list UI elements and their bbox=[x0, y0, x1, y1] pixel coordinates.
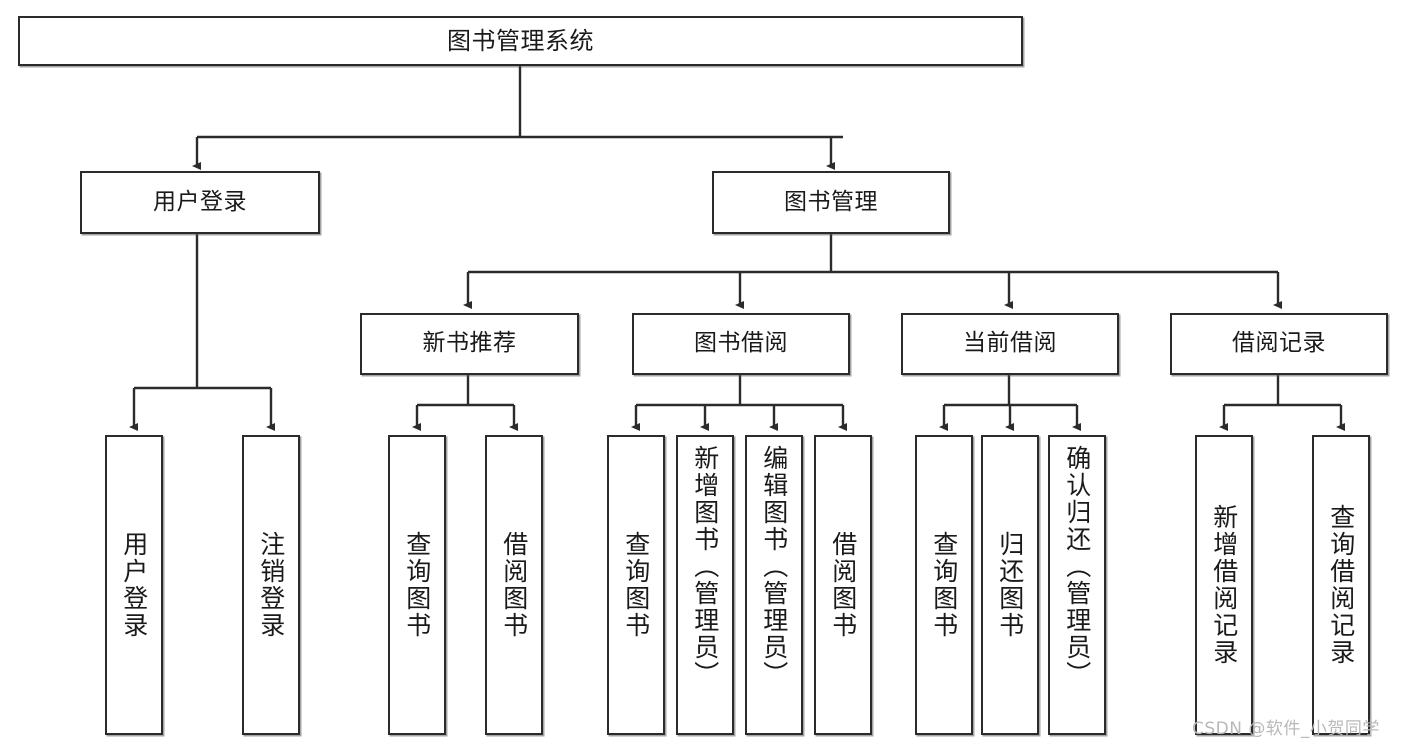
leaf-node-edit-book[interactable]: 编辑图书（管理员） bbox=[745, 435, 803, 735]
leaf-node-query-book-recommend[interactable]: 查询图书 bbox=[388, 435, 446, 735]
node-label: 图书管理 bbox=[784, 188, 878, 215]
node-label: 查询图书 bbox=[621, 531, 651, 639]
node-book-management[interactable]: 图书管理 bbox=[712, 171, 950, 234]
leaf-node-query-book-borrow[interactable]: 查询图书 bbox=[607, 435, 665, 735]
leaf-node-add-book[interactable]: 新增图书（管理员） bbox=[676, 435, 734, 735]
node-label: 当前借阅 bbox=[963, 330, 1057, 357]
leaf-node-logout[interactable]: 注销登录 bbox=[242, 435, 300, 735]
node-label: 编辑图书（管理员） bbox=[759, 445, 789, 688]
node-current-borrow[interactable]: 当前借阅 bbox=[901, 313, 1119, 375]
leaf-node-query-book-current[interactable]: 查询图书 bbox=[915, 435, 973, 735]
csdn-watermark: CSDN @软件_小贺同学 bbox=[1192, 719, 1380, 739]
leaf-node-add-borrow-record[interactable]: 新增借阅记录 bbox=[1195, 435, 1253, 735]
node-label: 图书借阅 bbox=[694, 330, 788, 357]
leaf-node-query-borrow-record[interactable]: 查询借阅记录 bbox=[1312, 435, 1370, 735]
node-root-book-management-system[interactable]: 图书管理系统 bbox=[18, 16, 1023, 66]
node-label: 借阅图书 bbox=[828, 531, 858, 639]
node-label: 查询借阅记录 bbox=[1326, 504, 1356, 666]
node-label: 确认归还（管理员） bbox=[1062, 445, 1092, 688]
node-label: 借阅图书 bbox=[499, 531, 529, 639]
leaf-node-confirm-return[interactable]: 确认归还（管理员） bbox=[1048, 435, 1106, 735]
node-label: 归还图书 bbox=[995, 531, 1025, 639]
node-label: 用户登录 bbox=[153, 188, 247, 215]
node-book-borrow[interactable]: 图书借阅 bbox=[632, 313, 850, 375]
node-label: 新书推荐 bbox=[422, 330, 517, 357]
node-label: 用户登录 bbox=[119, 531, 149, 639]
node-label: 图书管理系统 bbox=[447, 26, 594, 55]
leaf-node-user-login[interactable]: 用户登录 bbox=[105, 435, 163, 735]
node-new-book-recommend[interactable]: 新书推荐 bbox=[360, 313, 579, 375]
node-user-login[interactable]: 用户登录 bbox=[80, 171, 320, 234]
leaf-node-return-book[interactable]: 归还图书 bbox=[981, 435, 1039, 735]
leaf-node-borrow-book[interactable]: 借阅图书 bbox=[814, 435, 872, 735]
leaf-node-borrow-book-recommend[interactable]: 借阅图书 bbox=[485, 435, 543, 735]
node-label: 借阅记录 bbox=[1232, 330, 1326, 357]
node-borrow-record[interactable]: 借阅记录 bbox=[1170, 313, 1388, 375]
node-label: 注销登录 bbox=[256, 531, 286, 639]
node-label: 查询图书 bbox=[402, 531, 432, 639]
node-label: 新增借阅记录 bbox=[1209, 504, 1239, 666]
node-label: 查询图书 bbox=[929, 531, 959, 639]
node-label: 新增图书（管理员） bbox=[690, 445, 720, 688]
